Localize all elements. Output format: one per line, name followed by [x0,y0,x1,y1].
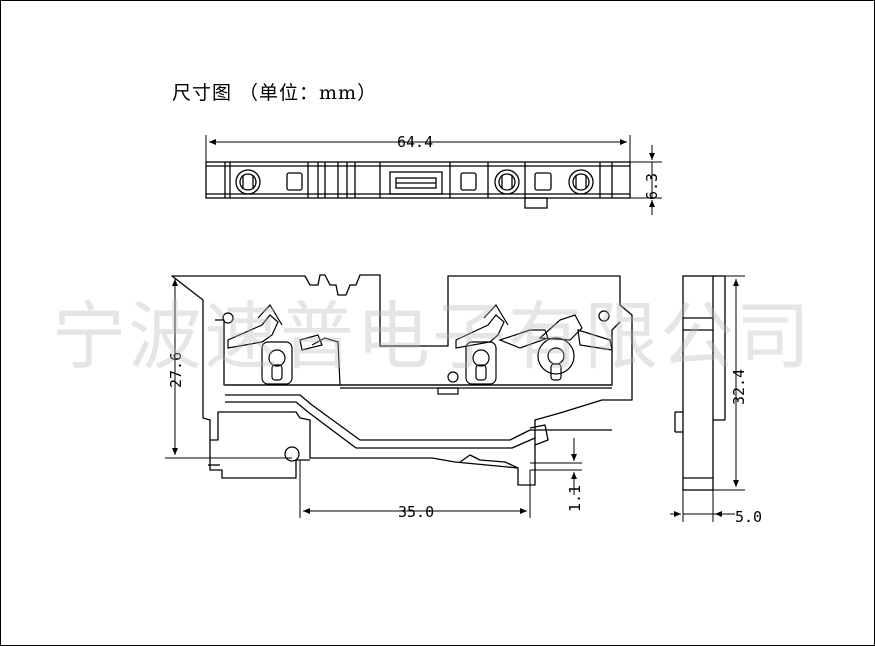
dim-side-height [165,275,292,459]
page-title: 尺寸图 （单位：mm） [172,82,378,104]
dim-label-top-width: 64.4 [397,133,433,151]
dim-label-right-height: 32.4 [730,369,748,405]
dim-label-right-width: 5.0 [735,508,762,526]
dim-label-side-height: 27.6 [167,352,185,388]
dim-label-pitch: 35.0 [398,503,434,521]
dim-right-height [713,275,745,491]
dim-top-height [630,145,662,215]
side-view [674,275,726,491]
dim-offset [530,438,582,495]
top-view [205,161,631,209]
dim-pitch [299,460,531,518]
dim-right-width [670,490,735,522]
dim-label-offset: 1.1 [566,485,584,512]
dim-label-top-height: 6.3 [643,173,661,200]
front-view [171,274,633,486]
clamp-details [222,304,613,395]
dim-top-width [205,135,631,162]
